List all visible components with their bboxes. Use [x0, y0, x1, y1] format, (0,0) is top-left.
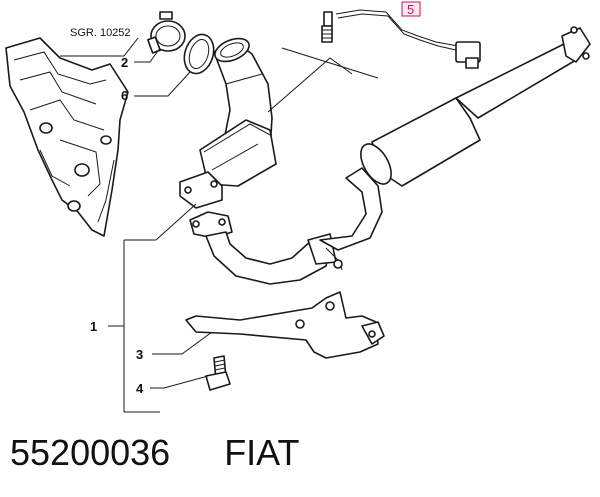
- exhaust-manifold: [5, 37, 129, 237]
- callouts: SGR. 10252 1 2 3 4 6 5: [70, 1, 421, 396]
- mounting-bracket: [185, 291, 385, 359]
- callout-5-highlight: [401, 1, 421, 17]
- catalytic-converter-downpipe: [179, 37, 277, 209]
- callout-3: 3: [136, 347, 143, 362]
- reference-label: SGR. 10252: [70, 27, 131, 39]
- callout-2: 2: [121, 55, 128, 70]
- callout-6: 6: [121, 88, 128, 103]
- leader-lines: [60, 37, 379, 413]
- lambda-sensor: [321, 9, 481, 69]
- callout-5: 5: [407, 2, 414, 17]
- silencer: [360, 26, 591, 187]
- gasket-ring: [183, 33, 215, 75]
- front-pipe: [189, 211, 343, 285]
- part-number: 55200036: [10, 432, 171, 473]
- clamp: [147, 11, 186, 54]
- part-footer: 55200036 FIAT: [10, 432, 300, 474]
- brand-name: FIAT: [224, 432, 300, 473]
- callout-4: 4: [136, 381, 144, 396]
- middle-pipe: [319, 167, 383, 251]
- bolt: [205, 355, 231, 391]
- callout-1: 1: [90, 319, 97, 334]
